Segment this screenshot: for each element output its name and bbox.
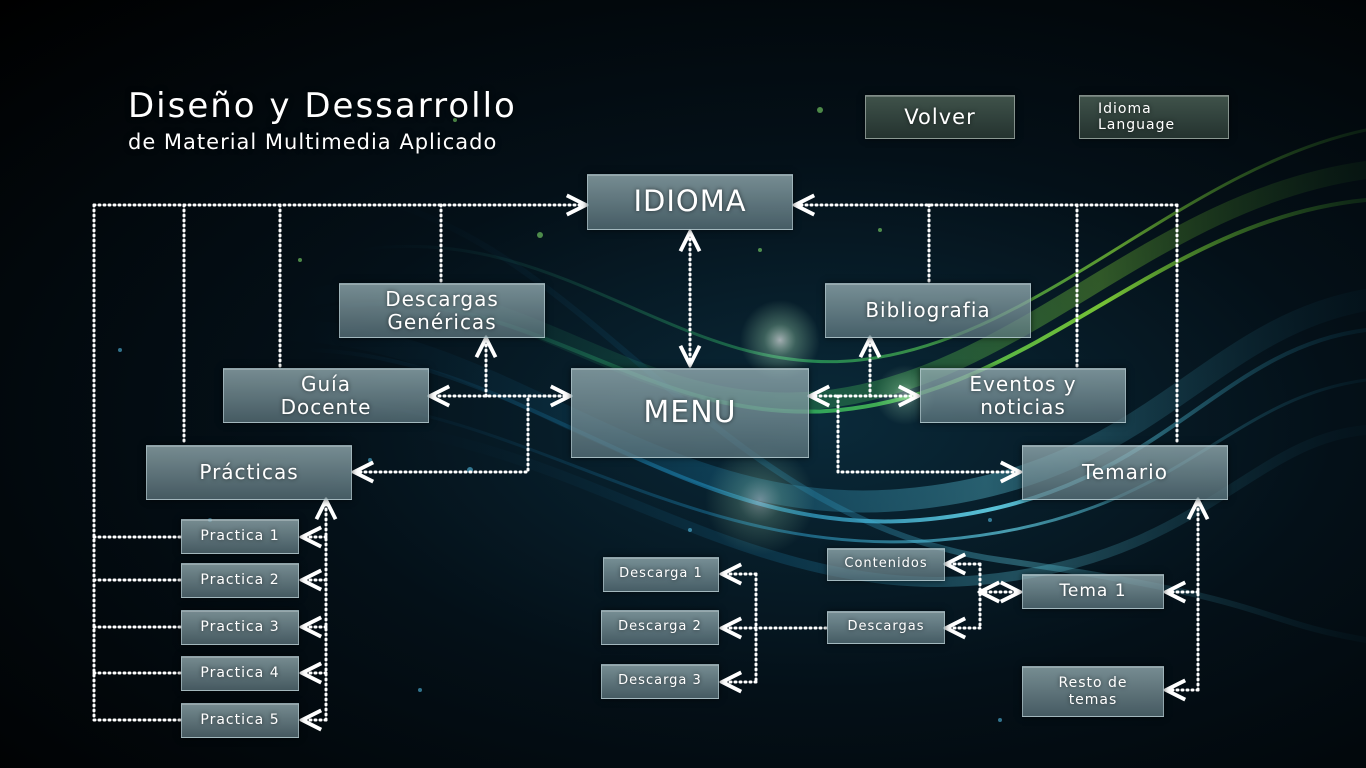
descargas-genericas-label-2: Genéricas [387, 309, 497, 334]
bibliografia-node[interactable]: Bibliografia [825, 283, 1031, 338]
practica-5-label: Practica 5 [200, 712, 280, 729]
idioma-label: IDIOMA [633, 184, 747, 219]
practica-4-node[interactable]: Practica 4 [181, 656, 299, 691]
practicas-label: Prácticas [199, 460, 299, 484]
contenidos-node[interactable]: Contenidos [827, 548, 945, 581]
guia-docente-label-1: Guía [301, 371, 351, 396]
bibliografia-label: Bibliografia [865, 298, 991, 322]
practica-2-node[interactable]: Practica 2 [181, 563, 299, 598]
descarga-2-label: Descarga 2 [618, 619, 702, 635]
practica-3-label: Practica 3 [200, 619, 280, 636]
page-subtitle: de Material Multimedia Aplicado [128, 130, 498, 154]
descargas-genericas-label-1: Descargas [385, 286, 499, 311]
practicas-node[interactable]: Prácticas [146, 445, 352, 500]
descarga-3-label: Descarga 3 [618, 673, 702, 689]
practica-5-node[interactable]: Practica 5 [181, 703, 299, 738]
practica-1-label: Practica 1 [200, 528, 280, 545]
descargas-label: Descargas [847, 619, 925, 635]
back-button-label: Volver [904, 104, 976, 129]
resto-temas-label-2: temas [1068, 691, 1118, 708]
temario-label: Temario [1082, 460, 1168, 484]
eventos-noticias-label-2: noticias [980, 394, 1066, 419]
eventos-noticias-node[interactable]: Eventos y noticias [920, 368, 1126, 423]
descargas-node[interactable]: Descargas [827, 611, 945, 644]
menu-node[interactable]: MENU [571, 368, 809, 458]
tema-1-node[interactable]: Tema 1 [1022, 574, 1164, 609]
guia-docente-node[interactable]: Guía Docente [223, 368, 429, 423]
language-label-es: Idioma [1098, 100, 1152, 117]
idioma-node[interactable]: IDIOMA [587, 174, 793, 230]
temario-node[interactable]: Temario [1022, 445, 1228, 500]
resto-temas-label-1: Resto de [1058, 675, 1128, 692]
descarga-2-node[interactable]: Descarga 2 [601, 610, 719, 645]
page-title: Diseño y Dessarrollo [128, 86, 517, 126]
language-label-en: Language [1098, 117, 1176, 133]
practica-4-label: Practica 4 [200, 665, 280, 682]
back-button[interactable]: Volver [865, 95, 1015, 139]
menu-label: MENU [643, 394, 737, 430]
language-button[interactable]: Idioma Language [1079, 95, 1229, 139]
practica-3-node[interactable]: Practica 3 [181, 610, 299, 645]
practica-1-node[interactable]: Practica 1 [181, 519, 299, 554]
descarga-1-node[interactable]: Descarga 1 [603, 557, 719, 592]
guia-docente-label-2: Docente [280, 394, 372, 419]
descarga-1-label: Descarga 1 [619, 566, 703, 582]
practica-2-label: Practica 2 [200, 572, 280, 589]
tema-1-label: Tema 1 [1059, 580, 1127, 601]
resto-temas-node[interactable]: Resto de temas [1022, 666, 1164, 717]
contenidos-label: Contenidos [844, 556, 928, 572]
eventos-noticias-label-1: Eventos y [969, 371, 1077, 396]
descargas-genericas-node[interactable]: Descargas Genéricas [339, 283, 545, 338]
descarga-3-node[interactable]: Descarga 3 [601, 664, 719, 699]
